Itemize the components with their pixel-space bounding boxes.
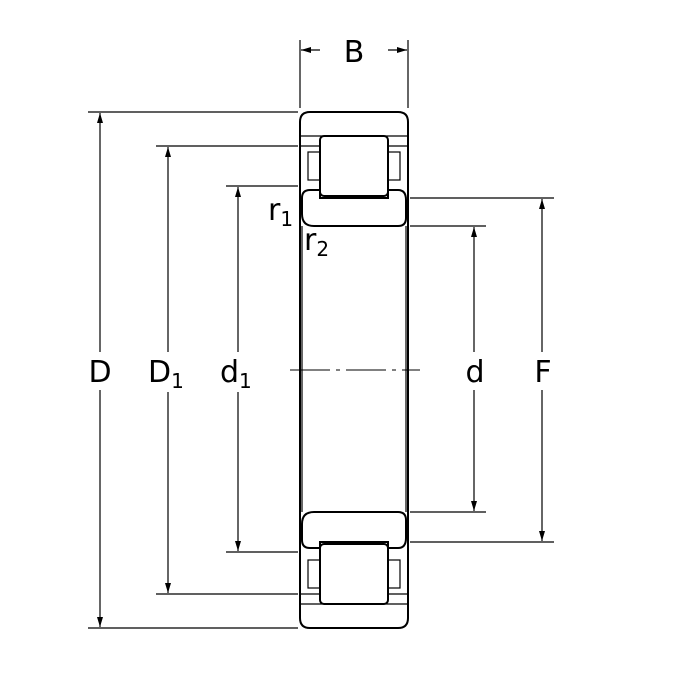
inner-ring-top — [301, 189, 407, 227]
cage-top-right — [387, 151, 401, 181]
label-r2: r2 — [304, 223, 329, 261]
cage-bottom-left — [307, 559, 321, 589]
roller-top — [319, 135, 389, 197]
label-D1: D1 — [148, 355, 184, 393]
label-B: B — [344, 35, 365, 70]
label-d: d — [465, 355, 484, 390]
label-F: F — [534, 355, 551, 390]
roller-bottom — [319, 543, 389, 605]
label-d1: d1 — [220, 355, 252, 393]
outer-ring-outline — [299, 111, 409, 629]
cage-top-left — [307, 151, 321, 181]
inner-ring-bottom — [301, 511, 407, 549]
label-r1: r1 — [268, 193, 293, 231]
cage-bottom-right — [387, 559, 401, 589]
label-D: D — [88, 355, 111, 390]
